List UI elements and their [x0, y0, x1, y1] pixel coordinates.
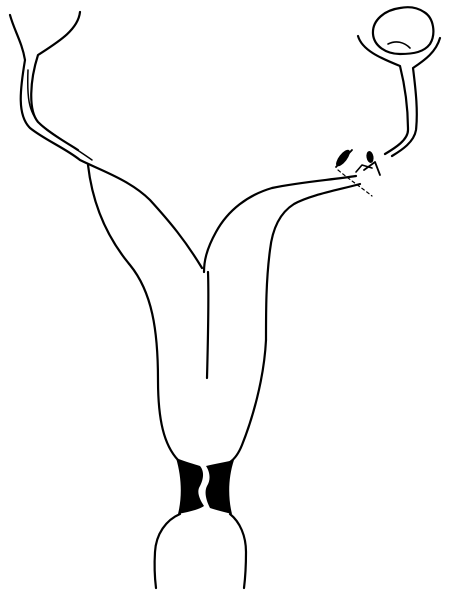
right-ovary	[373, 7, 433, 54]
uterine-body-right-wall	[230, 340, 266, 462]
ligature-right	[334, 148, 380, 175]
ligature-knot-right	[366, 150, 375, 163]
right-ovary-fold	[388, 42, 410, 48]
left-horn-inner-line	[31, 12, 80, 150]
vagina-right-wall	[230, 514, 246, 588]
vagina-left-wall	[155, 514, 180, 588]
cervix-right	[206, 460, 234, 514]
uterine-septum	[207, 272, 208, 378]
right-oviduct-inner	[392, 38, 440, 156]
uterine-body-left-wall	[88, 165, 178, 460]
cervix-left	[176, 458, 204, 514]
cut-mark-dashed	[338, 170, 372, 196]
right-horn-lower-line	[266, 184, 360, 340]
